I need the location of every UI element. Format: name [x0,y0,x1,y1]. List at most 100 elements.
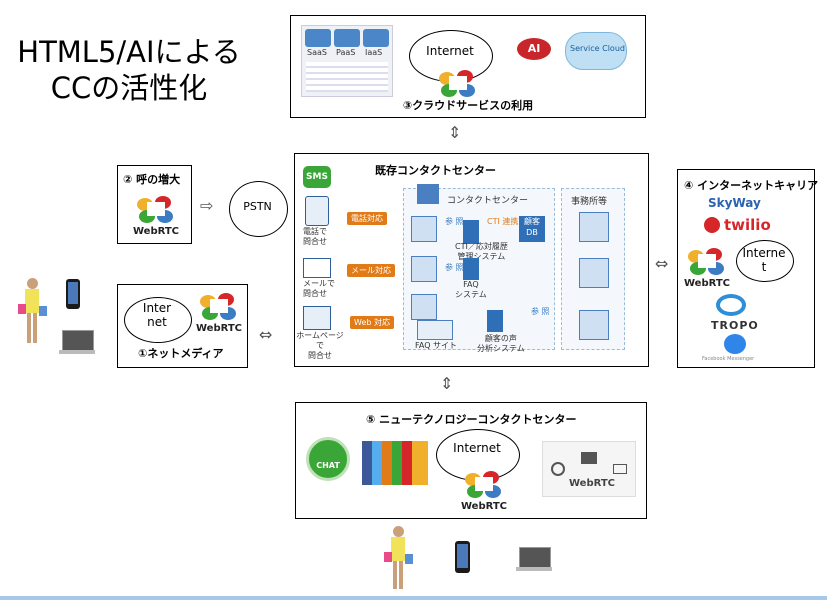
messenger-label: Facebook Messenger [702,356,755,362]
cloud-services-caption: ③クラウドサービスの利用 [402,99,534,112]
sms-icon: SMS [303,166,331,188]
office-worker-icon [579,310,609,340]
webrtc-icon [463,469,505,501]
iaas-icon [363,29,389,47]
existing-cc-title: 既存コンタクトセンター [375,164,496,177]
voice-server-icon [487,310,503,332]
pstn-circle [229,181,288,237]
cti-system-label: CTI／応対履歴 管理システム [455,242,508,261]
webrtc-logo-right: WebRTC [680,246,734,289]
cti-server-icon [463,220,479,244]
office-label: 事務所等 [571,197,608,207]
video-camera-icon [581,452,597,464]
skyway-logo: SkyWay [708,196,761,210]
faq-site-label: FAQ サイト [415,341,458,350]
contact-center-label: コンタクトセンター [447,196,529,206]
webrtc-logo-left-top: WebRTC [126,194,186,237]
internet-cloud-right-label: Interne t [742,246,786,274]
paas-label: PaaS [336,48,356,57]
chat-icon [306,437,350,481]
faq-site-icon [417,320,453,340]
phone-support-tag: 電話対応 [347,212,387,225]
webrtc-icon [198,291,240,323]
internet-cloud-left [124,297,192,343]
internet-carrier-caption: ④ インターネットキャリア [684,179,819,192]
customer-db-icon: 顧客 DB [519,216,545,242]
webrtc-logo-left-bottom: WebRTC [190,291,248,334]
webrtc-icon [686,246,728,278]
call-increase-box: ② 呼の増大 WebRTC [117,165,192,244]
reference-label-1: 参 照 [445,217,464,226]
webrtc-label: WebRTC [683,278,731,289]
social-icons-grid [362,441,428,485]
net-media-box: Inter net WebRTC ①ネットメディア [117,284,248,368]
mail-icon [303,258,331,278]
bottom-bar [0,596,827,600]
smartphone-icon [66,279,80,309]
page-title: HTML5/AIによる CCの活性化 [14,34,244,106]
arrow-top-updown: ⇕ [448,123,462,142]
web-inquiry-label: ホームページで 問合せ [296,331,344,360]
twilio-icon [704,217,720,233]
title-line-1: HTML5/AIによる [17,35,241,69]
faq-system-label: FAQ システム [455,280,487,299]
agent-icon [411,294,437,320]
reference-label-2: 参 照 [445,263,464,272]
web-support-tag: Web 対応 [350,316,394,329]
internet-cloud-bottom-label: Internet [453,441,501,455]
voice-analysis-label: 顧客の声 分析システム [477,334,525,353]
laptop-icon [59,330,95,356]
phone-icon [305,196,329,226]
saas-icon [305,29,331,47]
webrtc-icon [135,194,177,226]
webrtc-icon [437,68,479,100]
reference-label-3: 参 照 [531,307,550,316]
call-increase-caption: ② 呼の増大 [123,173,181,186]
net-media-caption: ①ネットメディア [138,347,224,360]
faq-server-icon [463,258,479,280]
new-tech-cc-caption: ⑤ ニューテクノロジーコンタクトセンター [366,413,577,426]
existing-contact-center-box: 既存コンタクトセンター SMS 電話で 問合せ メールで 問合せ ホームページで… [294,153,649,367]
service-cloud-icon [565,32,627,70]
pstn-label: PSTN [243,200,272,213]
webrtc-logo-top [428,68,488,100]
cloud-services-box: SaaS PaaS IaaS Internet AI Service Cloud… [290,15,646,118]
webrtc-logo-bottom: WebRTC [454,469,514,512]
agent-icon [411,256,437,282]
webrtc-panel-image: WebRTC [542,441,636,497]
internet-cloud-right [736,240,794,282]
paas-icon [334,29,360,47]
saas-paas-iaas-image: SaaS PaaS IaaS [301,25,393,97]
tropo-logo: TROPO [711,319,759,332]
internet-cloud-top-label: Internet [426,44,474,58]
arrow-bottom-updown: ⇕ [440,374,454,393]
tropo-icon [716,294,746,316]
agent-icon [411,216,437,242]
office-worker-icon [579,212,609,242]
messenger-icon [724,334,746,354]
mail-inquiry-label: メールで 問合せ [303,279,335,298]
office-worker-icon [579,258,609,288]
new-tech-cc-box: ⑤ ニューテクノロジーコンタクトセンター CHAT Internet WebRT… [295,402,647,519]
cti-link-label: CTI 連携 [487,217,519,226]
building-icon [417,184,439,204]
service-cloud-label: Service Cloud [570,44,625,53]
title-line-2: CCの活性化 [50,71,208,105]
internet-cloud-left-label: Inter net [142,301,172,329]
webrtc-label: WebRTC [195,323,243,334]
headset-icon [551,462,565,476]
web-icon [303,306,331,330]
phone-inquiry-label: 電話で 問合せ [303,227,327,246]
arrow-right-pstn: ⇨ [200,196,214,215]
mail-support-tag: メール対応 [347,264,395,277]
internet-cloud-bottom [436,429,520,481]
ai-icon: AI [517,38,551,60]
webrtc-panel-label: WebRTC [569,478,616,489]
arrow-right-center: ⇔ [655,254,669,273]
smartphone-icon-bottom [455,541,470,573]
iaas-label: IaaS [365,48,383,57]
webrtc-label: WebRTC [460,501,508,512]
saas-label: SaaS [307,48,327,57]
internet-carrier-box: ④ インターネットキャリア SkyWay twilio WebRTC Inter… [677,169,819,368]
mail-envelope-icon [613,464,627,474]
